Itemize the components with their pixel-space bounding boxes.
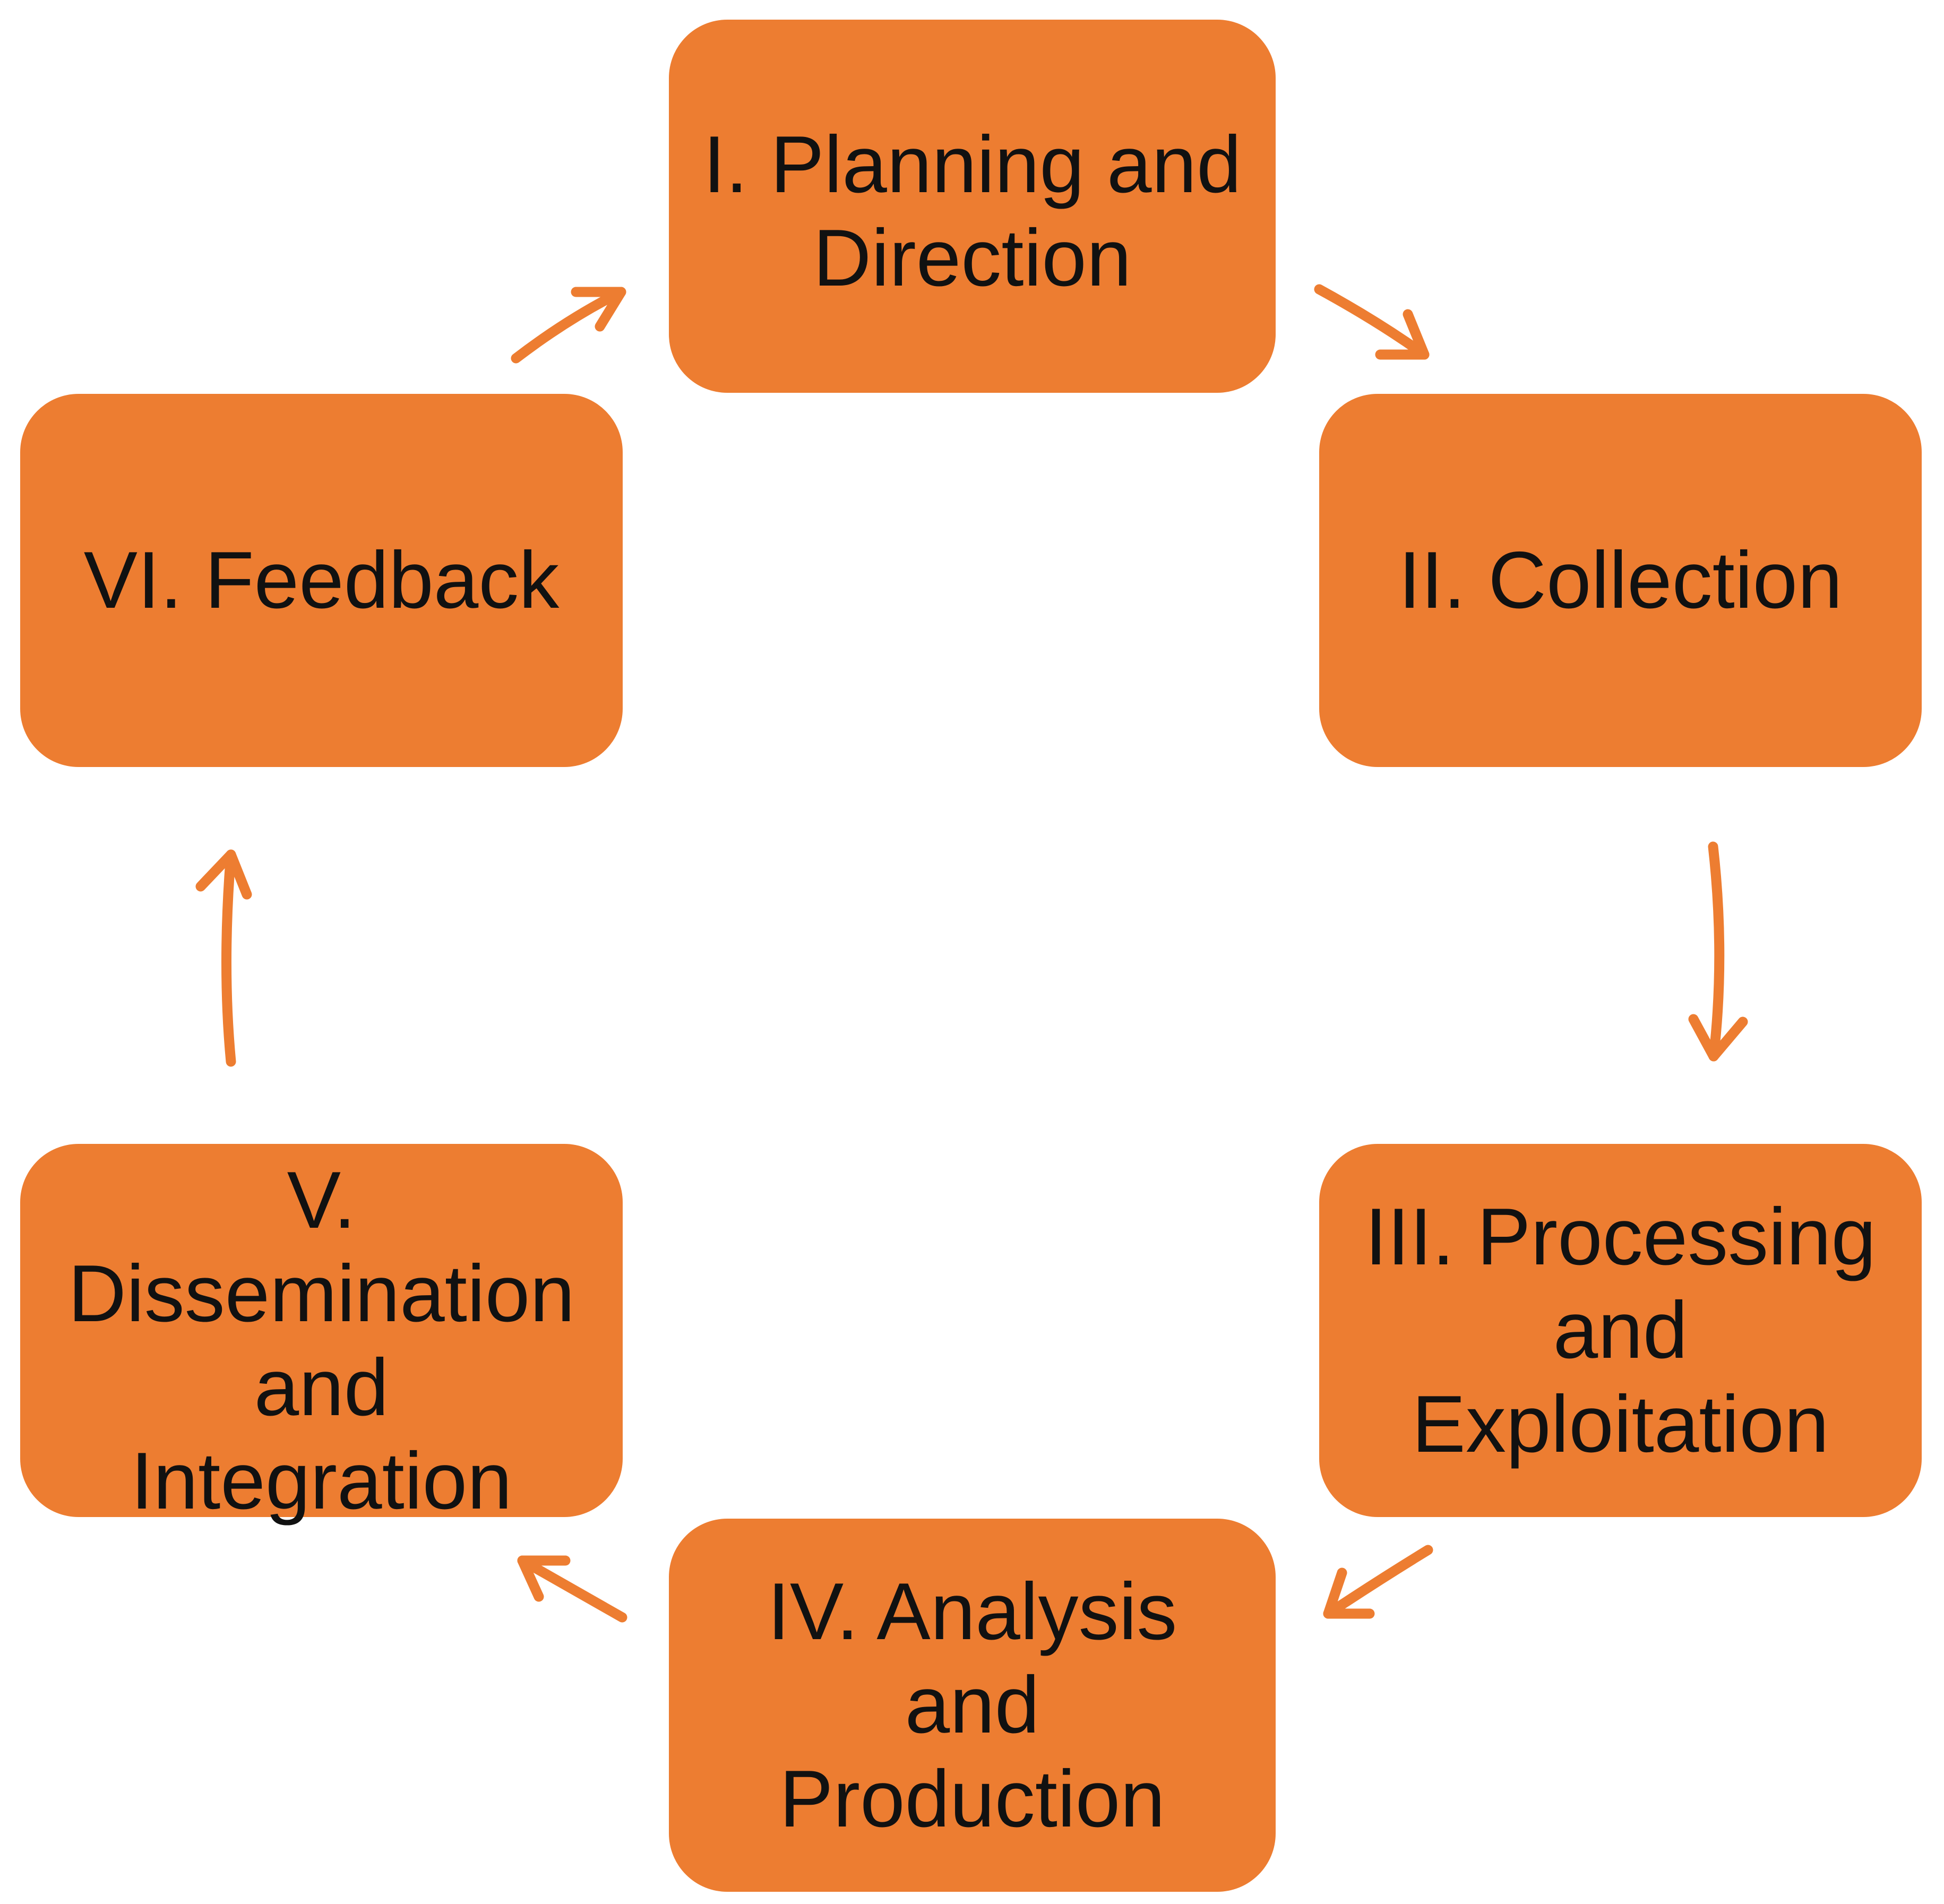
node-label: II. Collection (1398, 535, 1843, 626)
node-label: VI. Feedback (83, 535, 560, 626)
arrow-dissemination-to-feedback (195, 849, 252, 1067)
node-planning-and-direction: I. Planning and Direction (669, 20, 1276, 393)
node-feedback: VI. Feedback (20, 394, 623, 767)
arrow-processing-to-analysis (1323, 1545, 1433, 1619)
arrow-feedback-to-planning (511, 287, 626, 364)
node-analysis-and-production: IV. Analysis and Production (669, 1519, 1276, 1892)
node-collection: II. Collection (1319, 394, 1922, 767)
arrow-planning-to-collection (1314, 284, 1430, 360)
node-label: I. Planning and Direction (703, 119, 1242, 304)
node-label: V. Dissemination and Integration (68, 1155, 575, 1526)
arrow-collection-to-processing (1688, 841, 1748, 1062)
node-label: III. Processing and Exploitation (1364, 1192, 1877, 1469)
node-label: IV. Analysis and Production (767, 1566, 1177, 1844)
arrow-analysis-to-dissemination (517, 1555, 627, 1623)
node-dissemination-and-integration: V. Dissemination and Integration (20, 1144, 623, 1526)
node-processing-and-exploitation: III. Processing and Exploitation (1319, 1144, 1922, 1517)
